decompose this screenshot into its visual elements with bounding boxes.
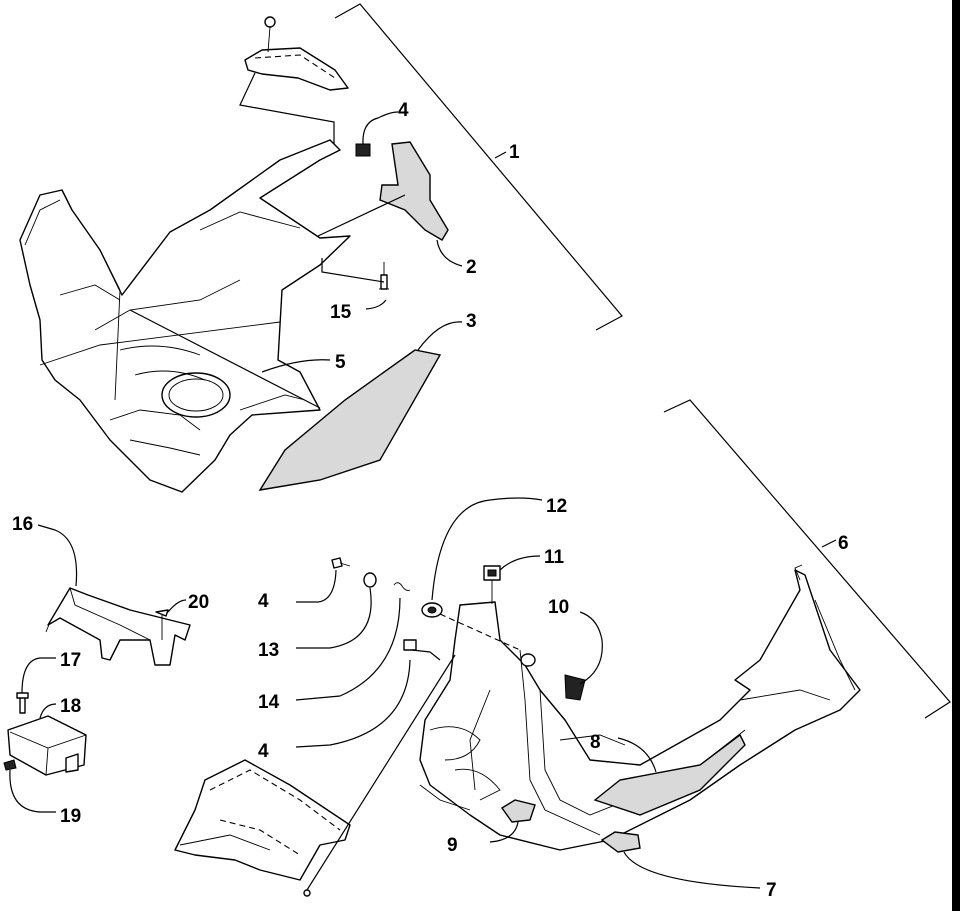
callout-3: 3	[466, 311, 477, 332]
bracket-17	[45, 587, 191, 666]
callout-10: 10	[548, 597, 569, 618]
callout-13: 13	[258, 640, 279, 661]
callout-20: 19	[60, 806, 81, 827]
callout-17: 16	[12, 514, 33, 535]
bolt-18	[16, 692, 29, 714]
callout-11: 11	[544, 547, 565, 568]
screw-15	[331, 557, 351, 569]
fastener-10	[520, 653, 586, 701]
module-box-19	[7, 715, 87, 776]
grommet-12	[421, 602, 443, 618]
callout-18: 17	[60, 650, 81, 671]
callout-19: 18	[60, 696, 81, 717]
assembly-6-bracket	[663, 399, 951, 719]
foam-pad-3	[258, 349, 442, 491]
callout-15: 4	[258, 591, 269, 612]
callout-1: 1	[509, 142, 520, 163]
lower-belly-pan-part	[419, 564, 861, 851]
upper-hood-part	[19, 16, 351, 493]
callout-4-lower: 4	[258, 741, 269, 762]
callout-6: 6	[838, 533, 849, 554]
clip-20	[3, 759, 17, 771]
callout-9: 9	[447, 835, 458, 856]
clip-nut-4-upper	[355, 143, 371, 157]
callout-21: 20	[188, 592, 209, 613]
spring-clip-14	[393, 582, 411, 591]
clip-nut-4-lower	[403, 639, 417, 651]
washer-13	[363, 572, 377, 588]
rivet-16	[379, 262, 389, 290]
callout-5: 5	[335, 352, 346, 373]
screw-21	[155, 609, 169, 640]
callout-8: 8	[590, 732, 601, 753]
clip-11	[483, 565, 501, 581]
callout-14: 14	[258, 692, 280, 713]
patch-9	[500, 799, 536, 823]
callout-7: 7	[766, 880, 777, 901]
callout-2: 2	[466, 257, 477, 278]
assembly-1-bracket	[334, 3, 623, 331]
patch-7	[600, 831, 641, 853]
rear-bracket-part	[174, 759, 351, 897]
right-edge-bar	[952, 0, 960, 911]
callout-16: 15	[330, 302, 352, 323]
callout-4-upper: 4	[398, 100, 409, 121]
foam-wedge-2	[379, 141, 449, 241]
callout-12: 12	[546, 496, 567, 517]
